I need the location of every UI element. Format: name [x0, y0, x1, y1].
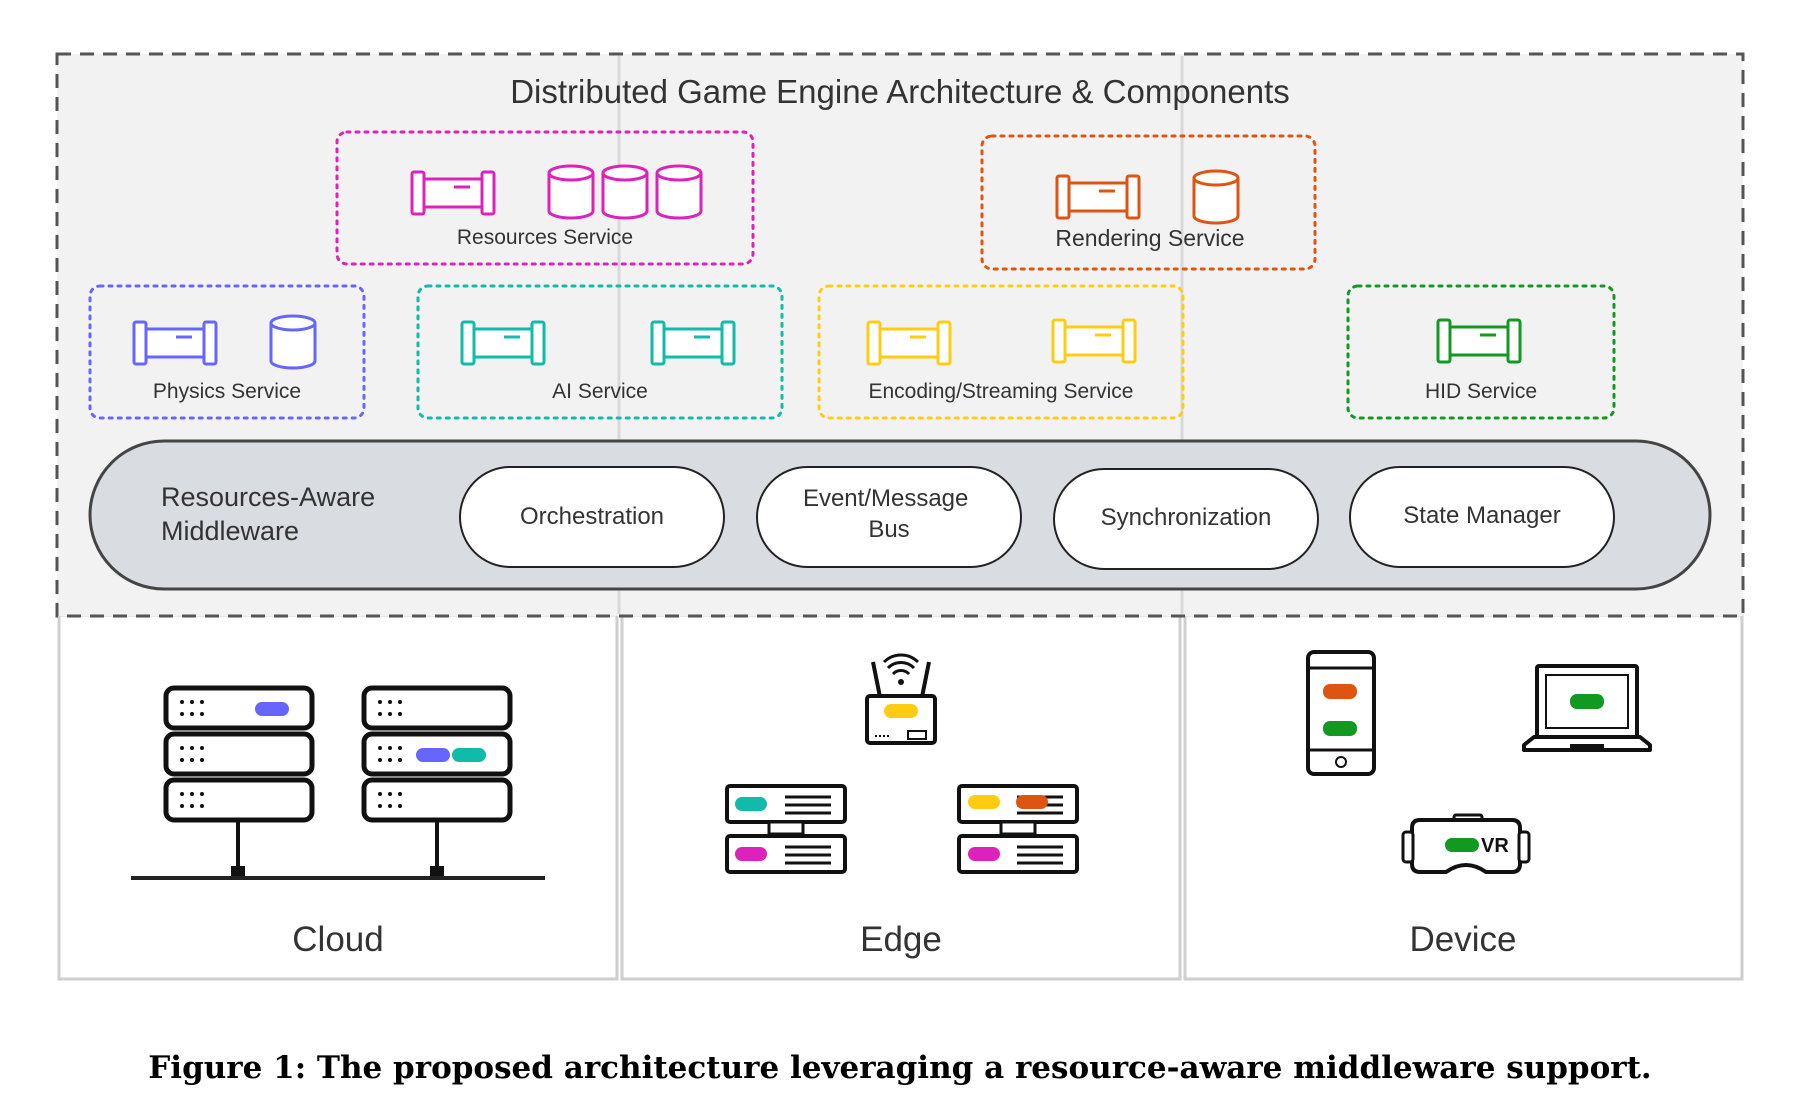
resources-service-label: Resources Service [457, 226, 633, 249]
encoding-streaming-service-label: Encoding/Streaming Service [869, 380, 1134, 403]
resources-service: Resources Service [335, 130, 755, 266]
rendering-service: Rendering Service [980, 134, 1317, 271]
connector-icon [866, 320, 952, 366]
connector-icon [132, 320, 218, 366]
database-icon [655, 164, 703, 220]
figure-caption: Figure 1: The proposed architecture leve… [148, 1050, 1652, 1086]
edge-server-icon [725, 784, 847, 874]
database-icon [547, 164, 595, 220]
svg-text:Event/Message Bus: Event/Message Bus [803, 485, 975, 543]
ai-service: AI Service [416, 284, 784, 420]
architecture-title: Distributed Game Engine Architecture & C… [510, 73, 1290, 110]
orchestration-component: Orchestration [459, 466, 725, 568]
svg-text:State Manager: State Manager [1403, 502, 1560, 529]
database-icon [601, 164, 649, 220]
hid-service-label: HID Service [1425, 380, 1537, 403]
vr-badge: VR [1481, 835, 1509, 857]
edge-panel [620, 613, 1182, 981]
connector-icon [1051, 318, 1137, 364]
database-icon [1192, 169, 1240, 225]
laptop-icon [1522, 664, 1652, 752]
svg-text:Orchestration: Orchestration [520, 503, 664, 530]
edge-server-icon [957, 784, 1079, 874]
vr-headset-icon: VR [1401, 813, 1531, 874]
server-rack-icon [364, 688, 510, 880]
hid-service: HID Service [1346, 284, 1616, 420]
database-icon [269, 314, 317, 370]
cloud-panel [57, 613, 619, 981]
cloud-label: Cloud [292, 920, 383, 959]
physics-service: Physics Service [88, 284, 366, 420]
ai-service-label: AI Service [552, 380, 648, 403]
connector-icon [1055, 174, 1141, 220]
encoding-streaming-service: Encoding/Streaming Service [817, 284, 1185, 420]
connector-icon [650, 320, 736, 366]
physics-service-label: Physics Service [153, 380, 301, 403]
svg-text:Synchronization: Synchronization [1101, 504, 1272, 531]
router-icon [865, 653, 937, 745]
connector-icon [460, 320, 546, 366]
synchronization-component: Synchronization [1053, 468, 1319, 570]
cloud-server-cluster [131, 688, 545, 880]
rendering-service-label: Rendering Service [1055, 225, 1244, 251]
edge-label: Edge [860, 920, 942, 959]
state-manager-component: State Manager [1349, 466, 1615, 568]
smartphone-icon [1306, 650, 1376, 776]
device-label: Device [1410, 920, 1517, 959]
connector-icon [410, 170, 496, 216]
middleware-label: Resources-Aware Middleware [161, 482, 383, 546]
event-message-bus-component: Event/Message Bus [756, 466, 1022, 568]
connector-icon [1436, 318, 1522, 364]
middleware-layer: Resources-Aware Middleware Orchestration… [88, 439, 1712, 591]
